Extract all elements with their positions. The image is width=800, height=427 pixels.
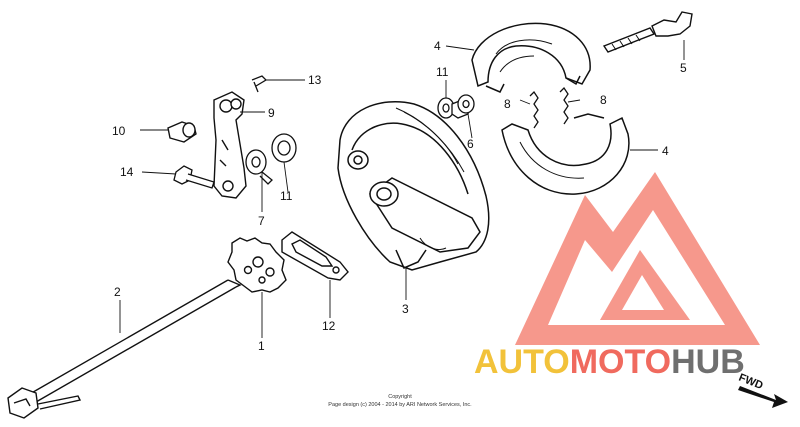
brake-panel-part <box>337 101 490 271</box>
cam-shaft-part <box>602 11 693 53</box>
callout-2: 2 <box>114 285 121 299</box>
callout-10: 10 <box>112 124 126 138</box>
automotohub-logo <box>515 172 760 345</box>
watermark-text: AUTOMOTOHUB <box>474 343 745 381</box>
watermark-moto: MOTO <box>570 343 671 381</box>
cam-plate-part <box>227 237 287 293</box>
gasket-part <box>281 231 349 281</box>
callout-13: 13 <box>308 73 322 87</box>
callout-12: 12 <box>322 319 336 333</box>
callout-8b: 8 <box>600 93 607 107</box>
callout-3: 3 <box>402 302 409 316</box>
pin-part <box>167 121 197 143</box>
copyright: Copyright Page design (c) 2004 - 2014 by… <box>328 394 472 408</box>
callout-9: 9 <box>268 106 275 120</box>
brake-shoe-upper-part <box>471 22 591 93</box>
svg-text:AUTOMOTOHUB: AUTOMOTOHUB <box>474 343 745 381</box>
callout-11a: 11 <box>280 189 293 203</box>
callout-labels: 13 9 10 14 7 11 2 1 12 3 11 6 4 8 8 4 5 <box>112 39 687 353</box>
panel-washer-part <box>437 94 475 119</box>
brake-shoe-lower-part <box>501 113 630 195</box>
copyright-line1: Copyright <box>388 394 412 400</box>
forward-indicator: FWD <box>737 372 788 408</box>
fwd-arrow-icon <box>738 386 788 408</box>
callout-4a: 4 <box>434 39 441 53</box>
callout-14: 14 <box>120 165 134 179</box>
callout-5: 5 <box>680 61 687 75</box>
leader-lines <box>119 40 685 338</box>
callout-11b: 11 <box>436 65 449 79</box>
callout-7: 7 <box>258 214 265 228</box>
callout-1: 1 <box>258 339 265 353</box>
bolt-part <box>173 165 215 189</box>
callout-4b: 4 <box>662 144 669 158</box>
callout-8a: 8 <box>504 97 511 111</box>
washer-part <box>245 133 297 185</box>
spring-part <box>529 86 569 129</box>
watermark-auto: AUTO <box>474 343 570 381</box>
pin-clip-part <box>251 75 268 93</box>
watermark-hub: HUB <box>671 343 745 381</box>
axle-part <box>7 279 242 419</box>
callout-6: 6 <box>467 137 474 151</box>
brake-arm-part <box>213 91 247 199</box>
copyright-line2: Page design (c) 2004 - 2014 by ARI Netwo… <box>328 402 472 408</box>
